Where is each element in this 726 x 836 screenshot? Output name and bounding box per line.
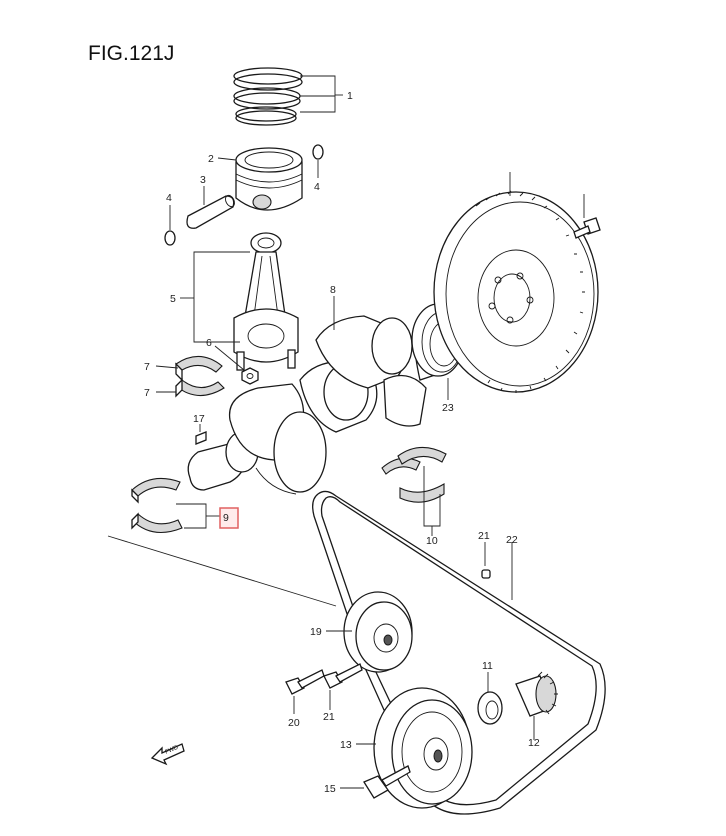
callout-1[interactable]: 1: [347, 90, 353, 102]
callout-13[interactable]: 13: [340, 739, 352, 751]
callout-17-left[interactable]: 20: [288, 717, 300, 729]
main-bearing-upper[interactable]: [131, 477, 181, 504]
connecting-rod[interactable]: [233, 232, 299, 371]
spacer-ring[interactable]: [477, 691, 503, 725]
callout-2[interactable]: 2: [208, 153, 214, 165]
direction-label: FWD: [164, 745, 180, 756]
callout-18[interactable]: 21: [478, 530, 490, 542]
callout-5[interactable]: 5: [170, 293, 176, 305]
figure-title: FIG.121J: [88, 42, 174, 65]
rod-bearing-lower[interactable]: [175, 378, 225, 398]
callout-12[interactable]: 12: [528, 737, 540, 749]
crankshaft[interactable]: [187, 315, 447, 495]
callout-17-right: 21: [323, 711, 335, 723]
bolt-17-right[interactable]: [323, 663, 363, 689]
thrust-bearings[interactable]: [381, 446, 447, 503]
direction-arrow-icon: FWD: [150, 743, 185, 766]
callout-9-highlight: [219, 507, 239, 529]
callout-3[interactable]: 3: [200, 174, 206, 186]
callout-4-left[interactable]: 4: [166, 192, 172, 204]
crank-pulley[interactable]: [373, 687, 473, 809]
callout-9[interactable]: 9: [223, 512, 229, 524]
callout-20[interactable]: 23: [442, 402, 454, 414]
circlip-right[interactable]: [312, 144, 324, 160]
flywheel[interactable]: [433, 190, 599, 393]
main-bearing-lower[interactable]: [131, 512, 183, 534]
callout-6[interactable]: 6: [206, 337, 212, 349]
callout-7-lower[interactable]: 7: [144, 387, 150, 399]
drive-belt[interactable]: [312, 490, 606, 815]
piston-rings[interactable]: [233, 67, 303, 126]
idler-pulley[interactable]: [343, 591, 413, 673]
callout-7-upper[interactable]: 7: [144, 361, 150, 373]
callout-15[interactable]: 15: [324, 783, 336, 795]
callout-16[interactable]: 19: [310, 626, 322, 638]
pulley-bolt[interactable]: [363, 765, 411, 799]
flywheel-bolt[interactable]: [573, 217, 601, 239]
timing-sprocket[interactable]: [515, 671, 558, 717]
piston-pin[interactable]: [186, 194, 236, 229]
callout-8[interactable]: 8: [330, 284, 336, 296]
callout-1-leader: [300, 75, 343, 113]
rod-nut[interactable]: [241, 367, 259, 385]
circlip-left[interactable]: [164, 230, 176, 246]
callout-10[interactable]: 10: [426, 535, 438, 547]
bolt-17-left[interactable]: [285, 669, 325, 695]
callout-14[interactable]: 17: [193, 413, 205, 425]
callout-19[interactable]: 22: [506, 534, 518, 546]
piston[interactable]: [235, 147, 303, 211]
dowel-pin[interactable]: [481, 569, 491, 579]
woodruff-key[interactable]: [195, 431, 207, 445]
callout-11[interactable]: 11: [482, 660, 493, 672]
rod-bearing-upper[interactable]: [175, 355, 223, 382]
callout-4-right[interactable]: 4: [314, 181, 320, 193]
